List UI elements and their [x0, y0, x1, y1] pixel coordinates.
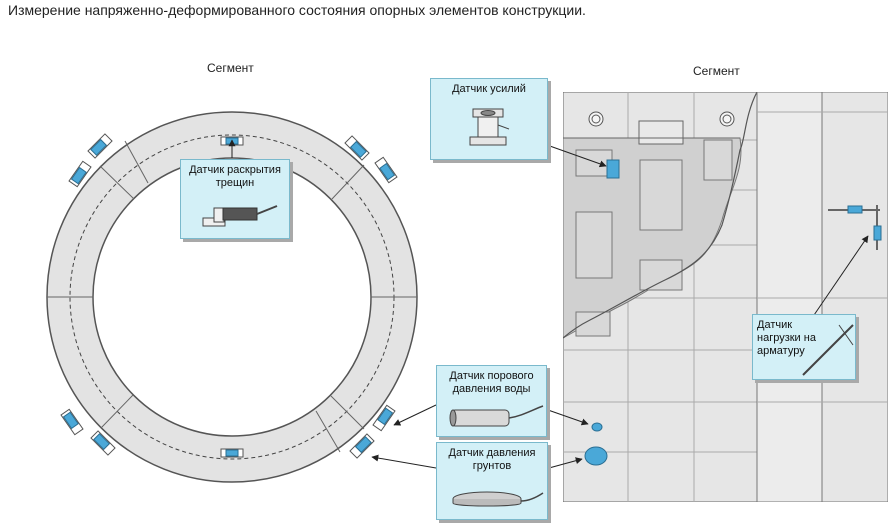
pressure-cell-icon	[452, 491, 544, 507]
ring-sensor-upper-left-b	[68, 160, 92, 188]
ring-sensor-upper-right-a	[344, 135, 370, 161]
rebar-sensor-callout: Датчик нагрузки на арматуру	[752, 314, 856, 380]
page-title: Измерение напряженно-деформированного со…	[8, 2, 586, 18]
ring-sensor-lower-right-a	[372, 404, 396, 432]
load-cell-icon	[469, 108, 510, 146]
piezometer-icon	[449, 405, 544, 427]
ring-sensor-upper-left-a	[87, 133, 113, 159]
soil-pressure-sensor-callout: Датчик давления грунтов	[436, 442, 548, 520]
tunnel-ring	[46, 111, 418, 483]
segment-label-left: Сегмент	[207, 61, 254, 75]
force-sensor-label: Датчик усилий	[452, 83, 526, 95]
rebar-sensor-label-line3: арматуру	[757, 345, 805, 357]
wall-segment	[563, 92, 888, 502]
crack-sensor-label-line2: трещин	[215, 177, 255, 189]
soil-pressure-label-line1: Датчик давления	[448, 447, 536, 459]
ring-sensor-bottom	[220, 448, 244, 458]
ring-sensor-lower-left-a	[60, 408, 84, 436]
rebar-sensor-label-line1: Датчик	[757, 319, 793, 331]
rebar-sensor-label-line2: нагрузки на	[757, 332, 816, 344]
segment-label-right: Сегмент	[693, 64, 740, 78]
force-sensor-callout: Датчик усилий	[430, 78, 548, 160]
pore-pressure-label-line2: давления воды	[452, 383, 531, 395]
ring-sensor-lower-right-b	[349, 433, 375, 459]
crack-gauge-icon	[202, 205, 278, 227]
pore-pressure-sensor-callout: Датчик порового давления воды	[436, 365, 547, 437]
ring-sensor-upper-right-b	[374, 156, 398, 184]
ring-sensor-lower-left-b	[90, 430, 116, 456]
rebar-gauge-icon	[802, 324, 854, 376]
pore-pressure-label-line1: Датчик порового	[449, 370, 534, 382]
crack-sensor-label-line1: Датчик раскрытия	[189, 164, 281, 176]
soil-pressure-label-line2: грунтов	[472, 460, 512, 472]
crack-sensor-callout: Датчик раскрытия трещин	[180, 159, 290, 239]
